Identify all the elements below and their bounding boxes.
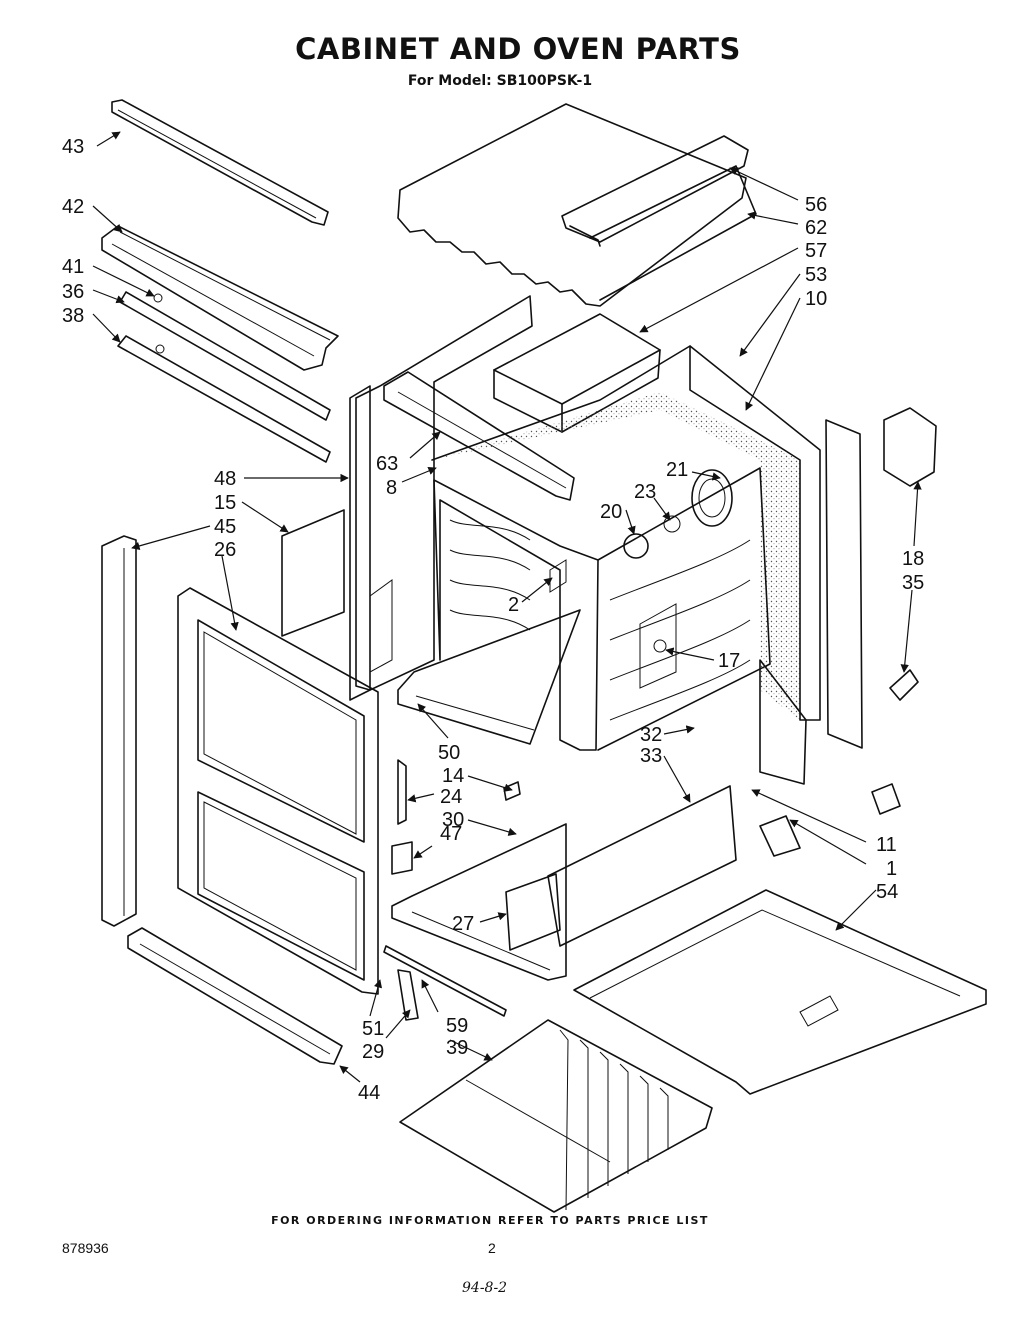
callout-14: 14 (442, 765, 464, 787)
part-54-bottom-pan (573, 889, 987, 1095)
callout-41: 41 (62, 256, 84, 278)
model-subtitle: For Model: SB100PSK-1 (407, 73, 593, 89)
callout-62: 62 (805, 217, 827, 239)
callout-29: 29 (362, 1041, 384, 1063)
callout-30: 30 (442, 809, 464, 831)
part-24-door-spring (397, 759, 407, 825)
part-47-hinge-bracket (391, 841, 413, 875)
part-48-side-panel (349, 385, 371, 701)
callout-50: 50 (438, 742, 460, 764)
part-59-rod (383, 945, 507, 1017)
callout-32: 32 (640, 724, 662, 746)
callout-43: 43 (62, 136, 84, 158)
part-57-top-cover (397, 103, 757, 307)
callout-56: 56 (805, 194, 827, 216)
part-right-side-bracket (759, 419, 863, 785)
callout-26: 26 (214, 539, 236, 561)
callout-17: 17 (718, 650, 740, 672)
part-26-door (177, 587, 379, 995)
part-11-switch (871, 783, 901, 815)
callout-36: 36 (62, 281, 84, 303)
part-39-oven-rack (399, 1019, 713, 1213)
part-38-panel-strip (117, 335, 331, 463)
handwritten-note: 94-8-2 (462, 1280, 508, 1296)
callout-1: 1 (886, 858, 897, 880)
ordering-footer: FOR ORDERING INFORMATION REFER TO PARTS … (271, 1214, 709, 1227)
callout-45: 45 (214, 516, 236, 538)
part-29-spring (397, 969, 419, 1021)
part-1-connector (759, 815, 801, 857)
callout-10: 10 (805, 288, 827, 310)
part-44-bottom-trim (127, 927, 343, 1065)
callout-39: 39 (446, 1037, 468, 1059)
part-42-control-channel (101, 225, 339, 371)
part-63-front-rail (383, 371, 575, 501)
callout-44: 44 (358, 1082, 380, 1104)
page-title: CABINET AND OVEN PARTS (295, 32, 741, 66)
part-18-terminal-block (883, 407, 937, 487)
callout-54: 54 (876, 881, 898, 903)
callout-35: 35 (902, 572, 924, 594)
callout-47: 47 (440, 823, 462, 845)
part-43-trim-strip (111, 99, 329, 226)
callout-labels: 43 42 41 36 38 56 62 57 53 10 63 8 21 23… (62, 136, 924, 1104)
part-14-clip (503, 781, 521, 801)
callout-2: 2 (508, 594, 519, 616)
leader-lines (92, 131, 922, 1083)
part-35-power-cord (889, 669, 919, 701)
part-36-panel-strip (119, 291, 331, 421)
callout-27: 27 (452, 913, 474, 935)
callout-48: 48 (214, 468, 236, 490)
callout-53: 53 (805, 264, 827, 286)
callout-11: 11 (876, 834, 897, 856)
part-30-broiler-drawer (391, 785, 737, 981)
callout-21: 21 (666, 459, 688, 481)
callout-23: 23 (634, 481, 656, 503)
part-50-oven-bottom (397, 609, 581, 745)
callout-8: 8 (386, 477, 397, 499)
callout-33: 33 (640, 745, 662, 767)
document-number: 878936 (62, 1240, 109, 1256)
callout-38: 38 (62, 305, 84, 327)
part-27-element (505, 873, 561, 951)
callout-42: 42 (62, 196, 84, 218)
callout-24: 24 (440, 786, 462, 808)
callout-15: 15 (214, 492, 236, 514)
callout-51: 51 (362, 1018, 384, 1040)
page-number: 2 (488, 1240, 496, 1256)
callout-59: 59 (446, 1015, 468, 1037)
part-45-door-trim (101, 535, 137, 927)
callout-18: 18 (902, 548, 924, 570)
callout-57: 57 (805, 240, 827, 262)
part-15-insulation (281, 509, 345, 637)
callout-63: 63 (376, 453, 398, 475)
callout-20: 20 (600, 501, 622, 523)
part-10-cabinet (355, 295, 821, 721)
